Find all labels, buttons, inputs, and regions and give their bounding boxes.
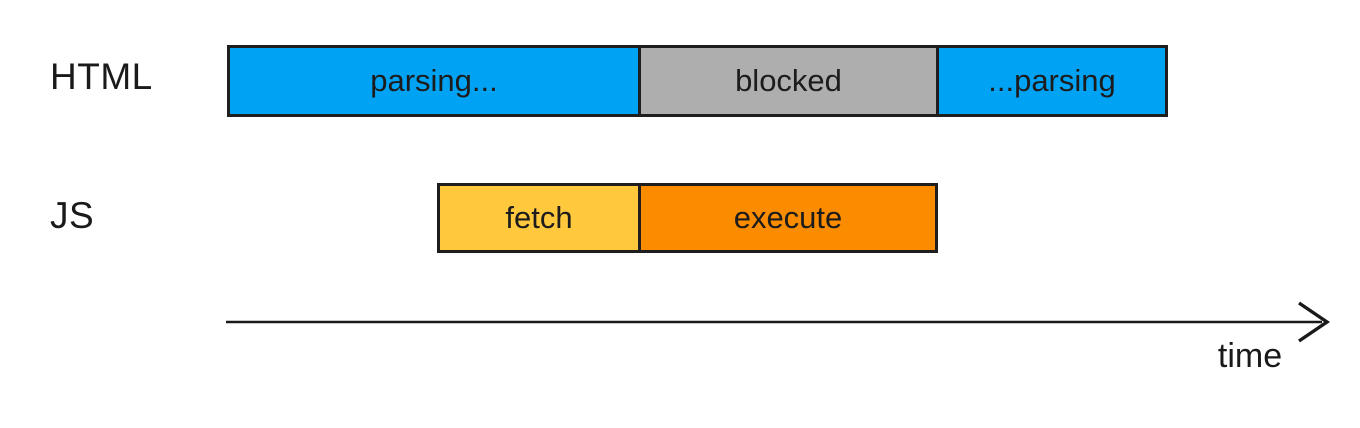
- right-arrow-icon: [1298, 301, 1331, 343]
- segment-parsing-before: parsing...: [230, 48, 638, 114]
- html-timeline-bar: parsing... blocked ...parsing: [227, 45, 1168, 117]
- row-label-js: JS: [50, 195, 95, 236]
- js-timeline-bar: fetch execute: [437, 183, 938, 253]
- segment-execute-label: execute: [733, 200, 843, 235]
- segment-parsing-after: ...parsing: [936, 48, 1165, 114]
- segment-parsing-before-label: parsing...: [370, 63, 498, 98]
- time-axis-arrow: [226, 301, 1331, 343]
- segment-execute: execute: [638, 186, 935, 250]
- segment-parsing-after-label: ...parsing: [988, 63, 1116, 98]
- segment-blocked-label: blocked: [735, 63, 842, 98]
- segment-blocked: blocked: [638, 48, 936, 114]
- segment-fetch-label: fetch: [505, 200, 573, 235]
- time-axis-label: time: [1217, 337, 1283, 375]
- segment-fetch: fetch: [440, 186, 638, 250]
- row-label-html: HTML: [50, 56, 153, 97]
